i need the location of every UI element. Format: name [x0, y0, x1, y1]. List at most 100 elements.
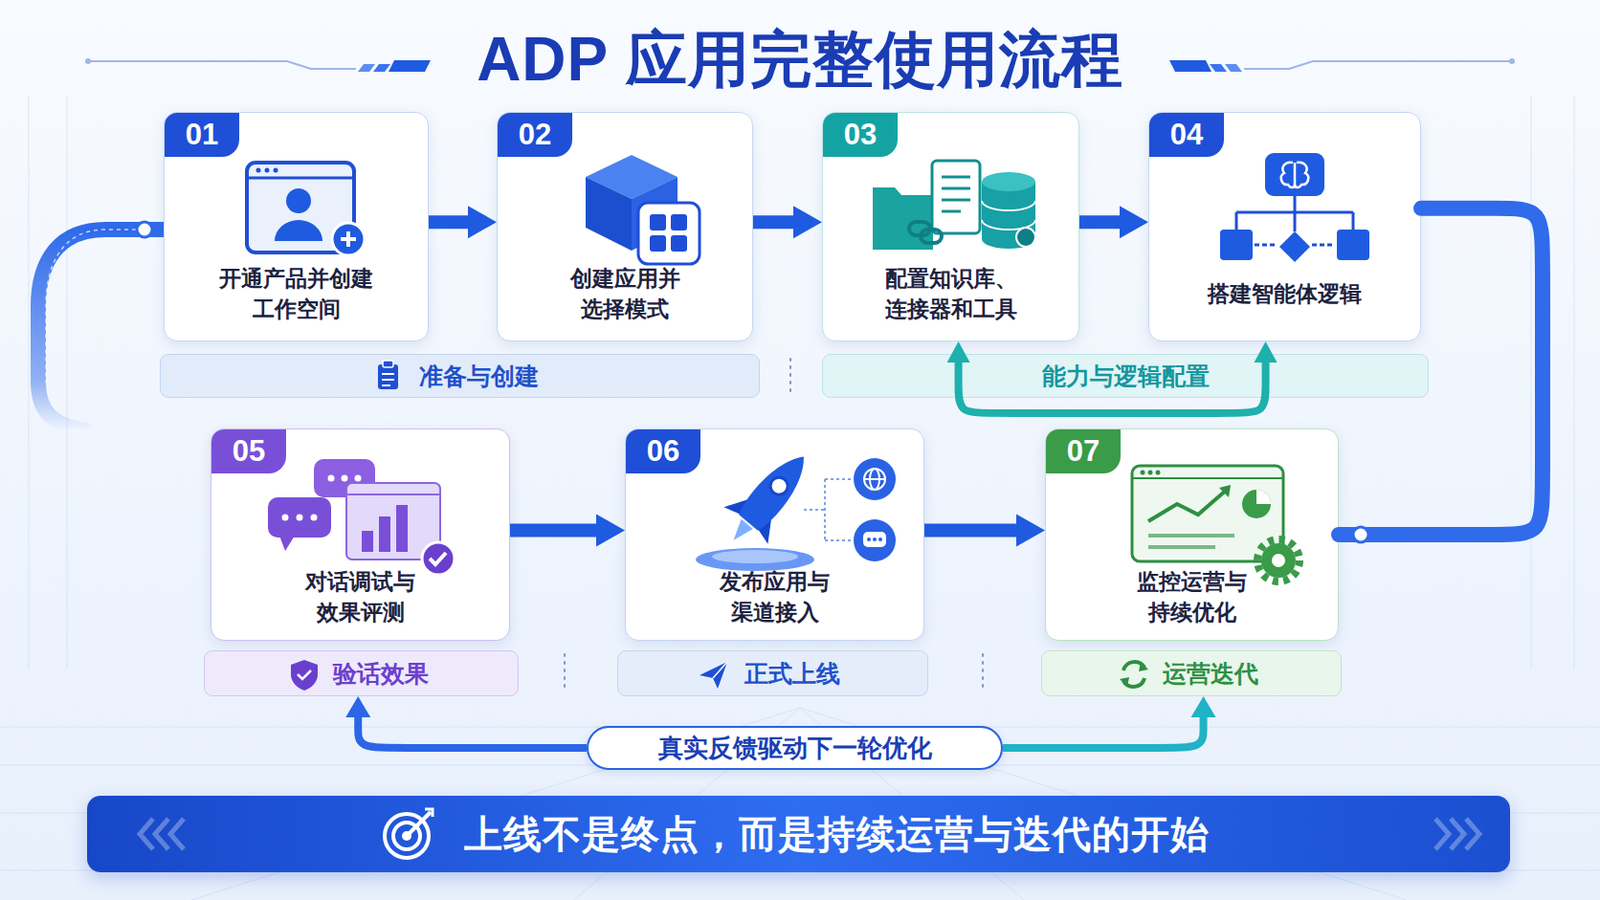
diagram-title: ADP 应用完整使用流程	[0, 15, 1600, 104]
app-cube-icon	[585, 155, 700, 265]
agent-logic-icon	[1235, 212, 1239, 230]
knowledge-icon	[941, 187, 971, 191]
launch-icon	[872, 537, 877, 542]
launch-icon	[766, 473, 791, 498]
flow-connector	[510, 524, 599, 538]
workspace-icon	[286, 188, 312, 214]
agent-logic-icon	[1236, 211, 1354, 215]
target-icon	[424, 809, 433, 818]
background-grid	[66, 95, 68, 670]
knowledge-icon	[941, 199, 971, 202]
loop-dot	[136, 222, 1369, 543]
monitor-icon	[1271, 554, 1286, 568]
knowledge-icon	[1016, 227, 1036, 247]
monitor-icon	[1132, 466, 1300, 582]
phase-label: 正式上线	[744, 658, 841, 690]
step-number: 04	[1149, 112, 1224, 157]
left-loop-decor	[38, 229, 164, 431]
agent-logic-icon	[1220, 229, 1253, 261]
left-loop-decor	[45, 229, 144, 383]
agent-logic-icon	[1254, 244, 1278, 247]
monitor-icon	[1257, 539, 1300, 582]
workspace-icon	[346, 231, 351, 247]
monitor-icon	[1132, 477, 1284, 480]
clipboard-icon	[381, 384, 391, 387]
cycle-icon	[1119, 677, 1130, 688]
knowledge-icon	[941, 176, 971, 179]
clipboard-icon	[381, 378, 395, 381]
title-ornament	[1209, 64, 1227, 72]
title-ornament	[1224, 64, 1243, 72]
step-text-area: 创建应用并 选择模式	[497, 256, 753, 334]
knowledge-icon	[872, 160, 1036, 250]
workspace-icon	[274, 220, 323, 242]
debug-eval-icon	[313, 459, 376, 498]
step-number: 03	[822, 112, 898, 157]
flow-connector	[1002, 715, 1204, 749]
background-grid	[1531, 95, 1533, 670]
summary-banner: 上线不是终点，而是持续运营与迭代的开始	[87, 796, 1511, 873]
clipboard-icon	[381, 373, 395, 376]
monitor-icon	[1219, 485, 1231, 498]
title-ornament	[373, 64, 391, 72]
phase-band: 验话效果	[203, 650, 519, 697]
knowledge-icon	[909, 222, 931, 236]
step-card: 07监控运营与 持续优化	[1044, 428, 1339, 642]
launch-icon	[878, 537, 883, 542]
step-text-area: 监控运营与 持续优化	[1045, 563, 1338, 633]
agent-logic-icon	[1336, 229, 1370, 261]
debug-eval-icon	[279, 535, 295, 552]
banner-chevron	[1435, 819, 1449, 850]
left-loop-decor	[38, 229, 164, 431]
title-ornament	[357, 64, 376, 72]
title-ornament	[1169, 60, 1212, 72]
shield-icon	[290, 660, 318, 691]
banner-label: 上线不是终点，而是持续运营与迭代的开始	[464, 808, 1210, 862]
banner-chevron	[155, 819, 169, 850]
target-icon	[384, 814, 429, 859]
launch-icon	[864, 478, 886, 481]
flow-connector	[753, 215, 796, 229]
step-label: 创建应用并 选择模式	[533, 264, 716, 325]
monitor-icon	[1261, 543, 1296, 578]
target-icon	[384, 809, 433, 859]
cycle-icon	[1123, 678, 1145, 688]
app-cube-icon	[585, 177, 632, 251]
app-cube-icon	[649, 235, 667, 252]
flow-connector	[428, 215, 470, 229]
knowledge-icon	[941, 210, 961, 214]
step-card: 05对话调试与 效果评测	[210, 428, 511, 642]
workspace-icon	[246, 162, 365, 256]
workspace-icon	[265, 168, 270, 174]
title-ornament	[85, 58, 91, 65]
workspace-icon	[256, 168, 262, 174]
workspace-icon	[340, 237, 356, 242]
group-separator	[981, 654, 984, 693]
step-text-area: 开通产品并创建 工作空间	[164, 256, 428, 334]
step-label: 搭建智能体逻辑	[1194, 279, 1377, 311]
background-grid	[1574, 95, 1576, 670]
group-separator	[564, 358, 983, 693]
agent-logic-icon	[1265, 153, 1325, 197]
knowledge-icon	[981, 181, 1036, 249]
flow-connector	[357, 715, 587, 749]
step-label: 对话调试与 效果评测	[269, 567, 452, 628]
knowledge-icon	[981, 172, 1036, 192]
loop-dot	[136, 222, 153, 238]
app-cube-icon	[638, 202, 700, 265]
knowledge-icon	[932, 160, 980, 234]
step-text-area: 搭建智能体逻辑	[1149, 256, 1421, 334]
debug-eval-icon	[429, 553, 446, 565]
debug-eval-icon	[346, 483, 441, 560]
monitor-icon	[1132, 466, 1284, 562]
monitor-icon	[1242, 489, 1271, 519]
knowledge-icon	[872, 187, 934, 250]
step-label: 配置知识库、 连接器和工具	[860, 264, 1043, 325]
phase-band: 正式上线	[617, 650, 929, 697]
background-grid	[28, 95, 30, 670]
step-card: 03 配置知识库、 连接器和工具	[822, 111, 1080, 342]
app-cube-icon	[631, 177, 678, 251]
monitor-icon	[1148, 489, 1227, 522]
